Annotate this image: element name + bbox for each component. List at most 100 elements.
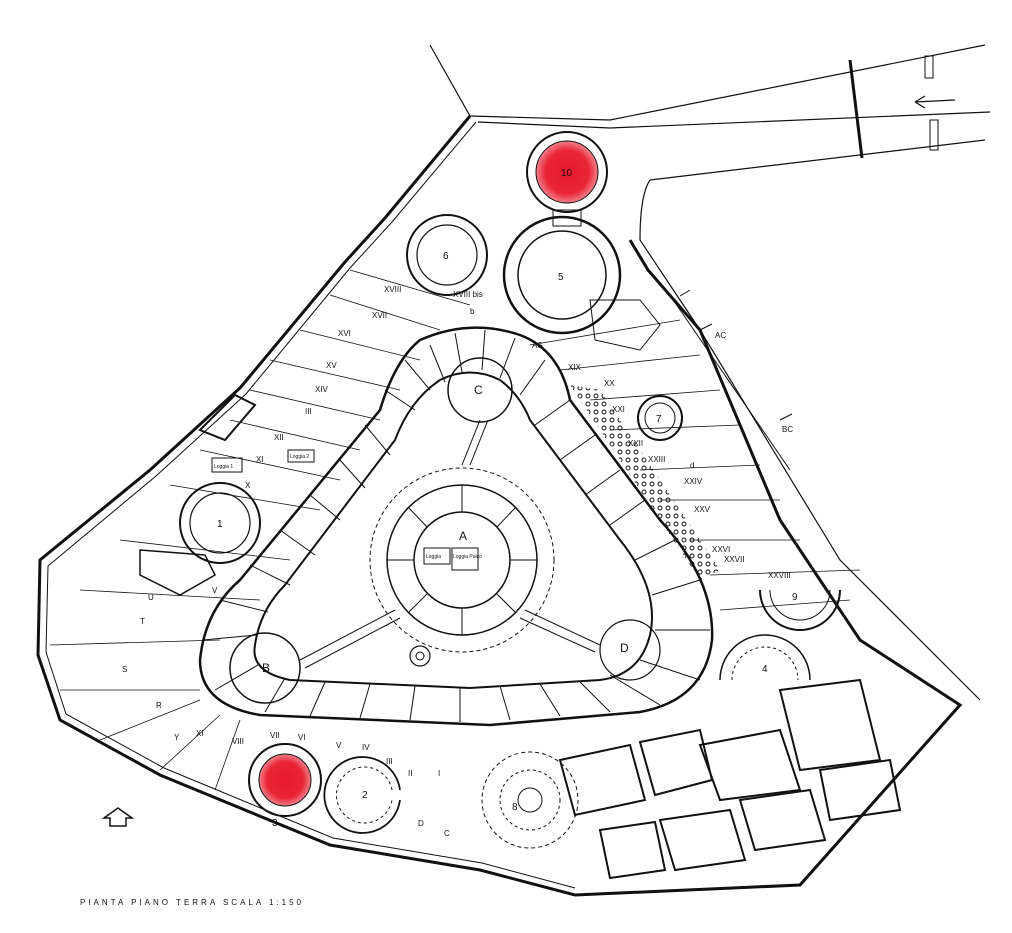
loggia-2-box: [287, 449, 315, 463]
label-A: A: [459, 529, 467, 543]
circle-label-9: 9: [792, 592, 798, 603]
room-label-I: I: [438, 769, 440, 778]
circle-label-6: 6: [443, 251, 449, 262]
room-label-T: T: [140, 617, 145, 626]
circle-label-7: 7: [656, 414, 662, 425]
circle-room-10: [526, 131, 608, 227]
room-label-XVI: XVI: [338, 329, 351, 338]
label-B: B: [262, 661, 270, 675]
room-label-loggia1: Loggia 1: [214, 464, 233, 470]
circle-room-1: [179, 482, 261, 564]
room-label-XXI: XXI: [612, 405, 625, 414]
circle-room-5: [502, 215, 622, 335]
plan-caption: PIANTA PIANO TERRA SCALA 1:150: [80, 898, 304, 907]
room-label-XIX: XIX: [568, 363, 582, 372]
room-label-VIII: VIII: [232, 737, 244, 746]
circle-label-1: 1: [217, 519, 223, 530]
circle-room-7: [637, 395, 683, 441]
direction-arrow-icon: [914, 95, 956, 109]
room-label-XI-s: XI: [196, 729, 204, 738]
bollard-2: [929, 119, 939, 151]
stairs-dotted-1: [139, 549, 216, 596]
room-label-AS: AS: [532, 341, 543, 350]
circle-label-10: 10: [561, 168, 573, 179]
room-label-XXVII: XXVII: [724, 555, 744, 564]
circle-room-6: [406, 214, 488, 296]
partition-lines-east: [529, 319, 861, 611]
circle-room-2: [323, 756, 401, 834]
outer-boundary: [36, 115, 963, 897]
rotunda-d: [599, 619, 661, 681]
north-arrow-icon: [101, 807, 135, 827]
building-ribs: [202, 329, 710, 722]
room-label-D-s: D: [418, 819, 424, 828]
room-label-XXIII: XXIII: [648, 455, 665, 464]
circle-room-8: [481, 751, 579, 849]
room-label-U: U: [148, 593, 154, 602]
circle-room-3: [248, 743, 322, 817]
road-corner: [639, 179, 981, 701]
circle-label-3: 3: [272, 818, 278, 829]
room-label-XXVIII: XXVIII: [768, 571, 791, 580]
fountain: [409, 645, 431, 667]
room-label-XX: XX: [604, 379, 615, 388]
central-ring-spokes: [387, 485, 537, 635]
room-label-III-w: III: [305, 407, 312, 416]
room-label-d: d: [690, 461, 694, 470]
room-label-Y: Y: [174, 733, 180, 742]
room-label-XVII: XVII: [372, 311, 387, 320]
label-C: C: [474, 383, 483, 397]
room-label-S: S: [122, 665, 127, 674]
label-loggia-right: Loggia Palco: [453, 554, 482, 560]
circle-room-9: [759, 589, 841, 631]
room-label-XVIIIbis: XVIII bis: [453, 290, 483, 299]
room-label-VII: VII: [270, 731, 280, 740]
room-label-XXV: XXV: [694, 505, 711, 514]
room-label-b: b: [470, 307, 475, 316]
room-label-XXVI: XXVI: [712, 545, 730, 554]
room-label-XI-w: XI: [256, 455, 264, 464]
rotunda-b: [229, 632, 301, 704]
room-label-XXII: XXII: [628, 439, 643, 448]
room-label-XVIII: XVIII: [384, 285, 401, 294]
room-label-XV: XV: [326, 361, 337, 370]
label-loggia-left: Loggia: [426, 554, 441, 560]
main-building-inner: [253, 371, 653, 690]
room-label-BC: BC: [782, 425, 793, 434]
room-label-loggia2: Loggia 2: [290, 454, 309, 460]
gate-bar: [848, 59, 864, 159]
loggia-right-box: [451, 547, 479, 571]
room-label-XXIV: XXIV: [684, 477, 703, 486]
hedge-strip: [570, 385, 720, 580]
partition-lines-west: [49, 269, 471, 791]
west-niche: [198, 393, 257, 442]
room-label-C-s: C: [444, 829, 450, 838]
central-ring-inner: [413, 511, 511, 609]
loggia-left-box: [423, 547, 451, 565]
southeast-grid: [558, 678, 902, 880]
room-label-AC: AC: [715, 331, 726, 340]
room-label-IV: IV: [362, 743, 370, 752]
outer-boundary-inner: [45, 121, 576, 889]
room-label-XIV: XIV: [315, 385, 329, 394]
circle-label-5: 5: [558, 272, 564, 283]
room-label-R: R: [156, 701, 162, 710]
circle-label-2: 2: [362, 790, 368, 801]
room-label-V-s: V: [336, 741, 342, 750]
radial-passages: [299, 419, 601, 669]
room-label-X: X: [245, 481, 251, 490]
room-label-II: II: [408, 769, 412, 778]
loggia-1-box: [211, 457, 243, 473]
main-building-outer: [198, 326, 714, 727]
room-label-VI: VI: [298, 733, 306, 742]
fountain-core: [415, 651, 425, 661]
room-label-III-s: III: [386, 757, 393, 766]
central-ring-outer: [369, 467, 555, 653]
stairs-dotted-5: [589, 299, 661, 351]
circle-room-4: [719, 634, 811, 681]
bollard-1: [924, 55, 934, 79]
label-D: D: [620, 641, 629, 655]
rotunda-c: [447, 357, 513, 423]
room-label-V-w: V: [212, 586, 218, 595]
